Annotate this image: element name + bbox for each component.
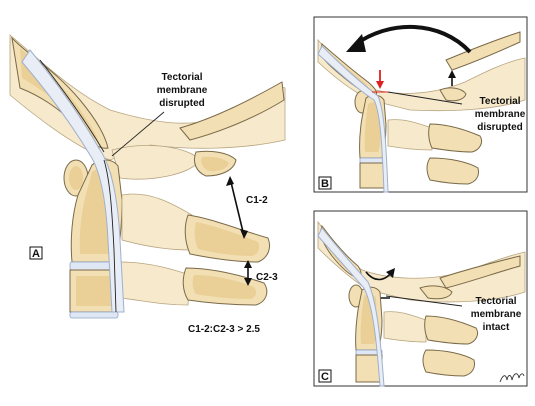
tectorial-leader-a <box>111 111 165 157</box>
c2-3-label: C2-3 <box>256 272 278 283</box>
c2-lamina <box>121 193 193 251</box>
c2-3-distance-arrow <box>244 260 252 286</box>
panel-c-letter-box <box>318 369 332 383</box>
b-c2-lamina <box>387 119 433 151</box>
panel-b-letter: B <box>321 178 329 190</box>
b-tectorial-label-line1: Tectorial <box>480 96 521 107</box>
panel-c: Tectorial membrane intact C <box>313 210 528 387</box>
artist-signature <box>499 373 525 383</box>
b-displacement-arrowhead <box>346 34 366 52</box>
b-up-arrowhead <box>448 70 456 78</box>
b-c2-spinous-process <box>428 123 483 153</box>
c-tectorial-label-line3: intact <box>483 322 510 333</box>
b-tectorial-leader <box>387 91 463 105</box>
b-rupture-arrowhead <box>376 81 384 89</box>
c3-c4-disc <box>69 311 119 319</box>
c-occipital-plate <box>439 255 521 289</box>
c2-spinous-texture <box>194 222 260 256</box>
c-c3-spinous-process <box>422 349 475 377</box>
c1-anterior-arch-texture <box>69 166 83 190</box>
b-tectorial-label-line2: membrane <box>475 109 526 120</box>
tectorial-label-a-line3: disrupted <box>159 98 205 109</box>
c1-2-label: C1-2 <box>246 195 268 206</box>
panel-b-letter-box <box>318 176 332 190</box>
c-c2-spinous-process <box>424 315 479 345</box>
c3-spinous-texture <box>192 275 257 299</box>
panel-a: Tectorial membrane disrupted C1-2 C2-3 C… <box>9 34 286 335</box>
panel-b: Tectorial membrane disrupted B <box>313 16 528 193</box>
b-spinal-cord <box>317 45 389 193</box>
tectorial-label-a-line1: Tectorial <box>162 72 203 83</box>
ratio-label: C1-2:C2-3 > 2.5 <box>188 324 260 335</box>
c-tectorial-leader <box>385 295 463 307</box>
occipital-plate <box>179 81 285 141</box>
b-displacement-arrow <box>354 25 472 54</box>
b-c3-body <box>359 162 387 189</box>
panel-c-letter: C <box>321 371 329 383</box>
c1-2-distance-arrow <box>226 176 248 239</box>
tectorial-label-a-line2: membrane <box>157 85 208 96</box>
c-spinal-cord <box>317 227 385 387</box>
b-c3-spinous-process <box>426 157 479 185</box>
panel-a-letter-box <box>29 246 43 260</box>
c1-ring <box>111 145 201 180</box>
c1-posterior-arch-texture <box>201 156 229 172</box>
spinal-cord <box>21 49 125 313</box>
c-tectorial-label-line2: membrane <box>471 309 522 320</box>
c-c1-posterior-arch <box>419 285 453 300</box>
b-tectorial-label-line3: disrupted <box>477 122 523 133</box>
c3-body-texture <box>76 276 112 306</box>
c-curved-arrowhead <box>386 268 395 278</box>
tectorial-membrane-line <box>39 59 117 313</box>
c-tectorial-label-line1: Tectorial <box>476 296 517 307</box>
b-c1-posterior-arch <box>439 87 467 102</box>
c3-lamina <box>119 261 191 306</box>
b-c2-texture <box>364 102 381 152</box>
c-c2-lamina <box>383 311 427 343</box>
panel-a-letter: A <box>32 248 40 260</box>
